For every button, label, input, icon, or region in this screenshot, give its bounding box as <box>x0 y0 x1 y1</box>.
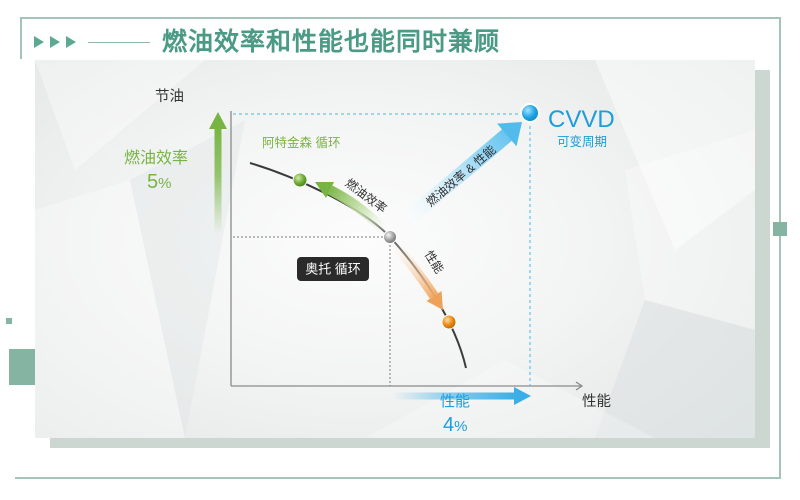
cvvd-sublabel: 可变周期 <box>557 134 607 149</box>
triangle-right-icon <box>66 36 76 48</box>
fuel-gain-label: 燃油效率 <box>124 149 188 167</box>
fuel-gain-value: 5% <box>147 171 171 193</box>
background-facet <box>35 60 205 170</box>
cvvd-arrow <box>403 129 512 225</box>
performance-arrowhead <box>426 291 443 310</box>
frame-bottom-line <box>15 477 781 479</box>
fuel-gain-arrowhead <box>209 112 227 129</box>
cvvd-arrow-label: 燃油效率 & 性能 <box>423 142 499 210</box>
background-facet <box>625 130 755 330</box>
performance-gain-number: 4 <box>443 414 454 436</box>
triangle-right-icon <box>50 36 60 48</box>
otto-label: 奥托 循环 <box>305 262 361 277</box>
performance-arrow-label: 性能 <box>422 248 447 276</box>
frame-right-square <box>773 222 787 236</box>
background-facet <box>35 180 185 438</box>
performance-point <box>441 314 457 330</box>
diagram-panel <box>35 60 755 438</box>
fuel-gain-unit: % <box>158 175 171 192</box>
fuel-gain-number: 5 <box>147 171 158 193</box>
frame-small-square <box>6 318 12 324</box>
background-facet <box>595 60 755 250</box>
atkinson-label: 阿特金森 循环 <box>262 135 340 150</box>
cvvd-point <box>520 103 540 123</box>
title-bar: 燃油效率和性能也能同时兼顾 <box>34 26 500 58</box>
atkinson-point <box>292 172 308 188</box>
cvvd-arrowhead <box>497 122 522 147</box>
frame-left-line <box>20 17 22 59</box>
fuel-efficiency-arrow <box>327 185 390 236</box>
performance-gain-value: 4% <box>443 414 467 436</box>
background-facet <box>595 300 755 438</box>
performance-gain-unit: % <box>454 418 467 435</box>
x-axis-label: 性能 <box>582 393 611 410</box>
performance-arrow <box>390 239 439 299</box>
x-axis-arrowhead <box>575 381 584 391</box>
triangle-right-icon <box>34 36 44 48</box>
frame-top-line <box>20 17 781 19</box>
performance-gain-label: 性能 <box>440 393 470 410</box>
frame-right-line <box>779 17 781 479</box>
y-axis-label: 节油 <box>155 88 184 105</box>
title-rule <box>88 41 150 43</box>
fuel-efficiency-arrowhead <box>315 182 334 198</box>
page-title: 燃油效率和性能也能同时兼顾 <box>162 28 501 56</box>
performance-gain-arrowhead <box>514 387 531 405</box>
otto-point <box>383 230 397 244</box>
otto-label-box <box>297 257 369 281</box>
cvvd-label: CVVD <box>548 106 615 133</box>
